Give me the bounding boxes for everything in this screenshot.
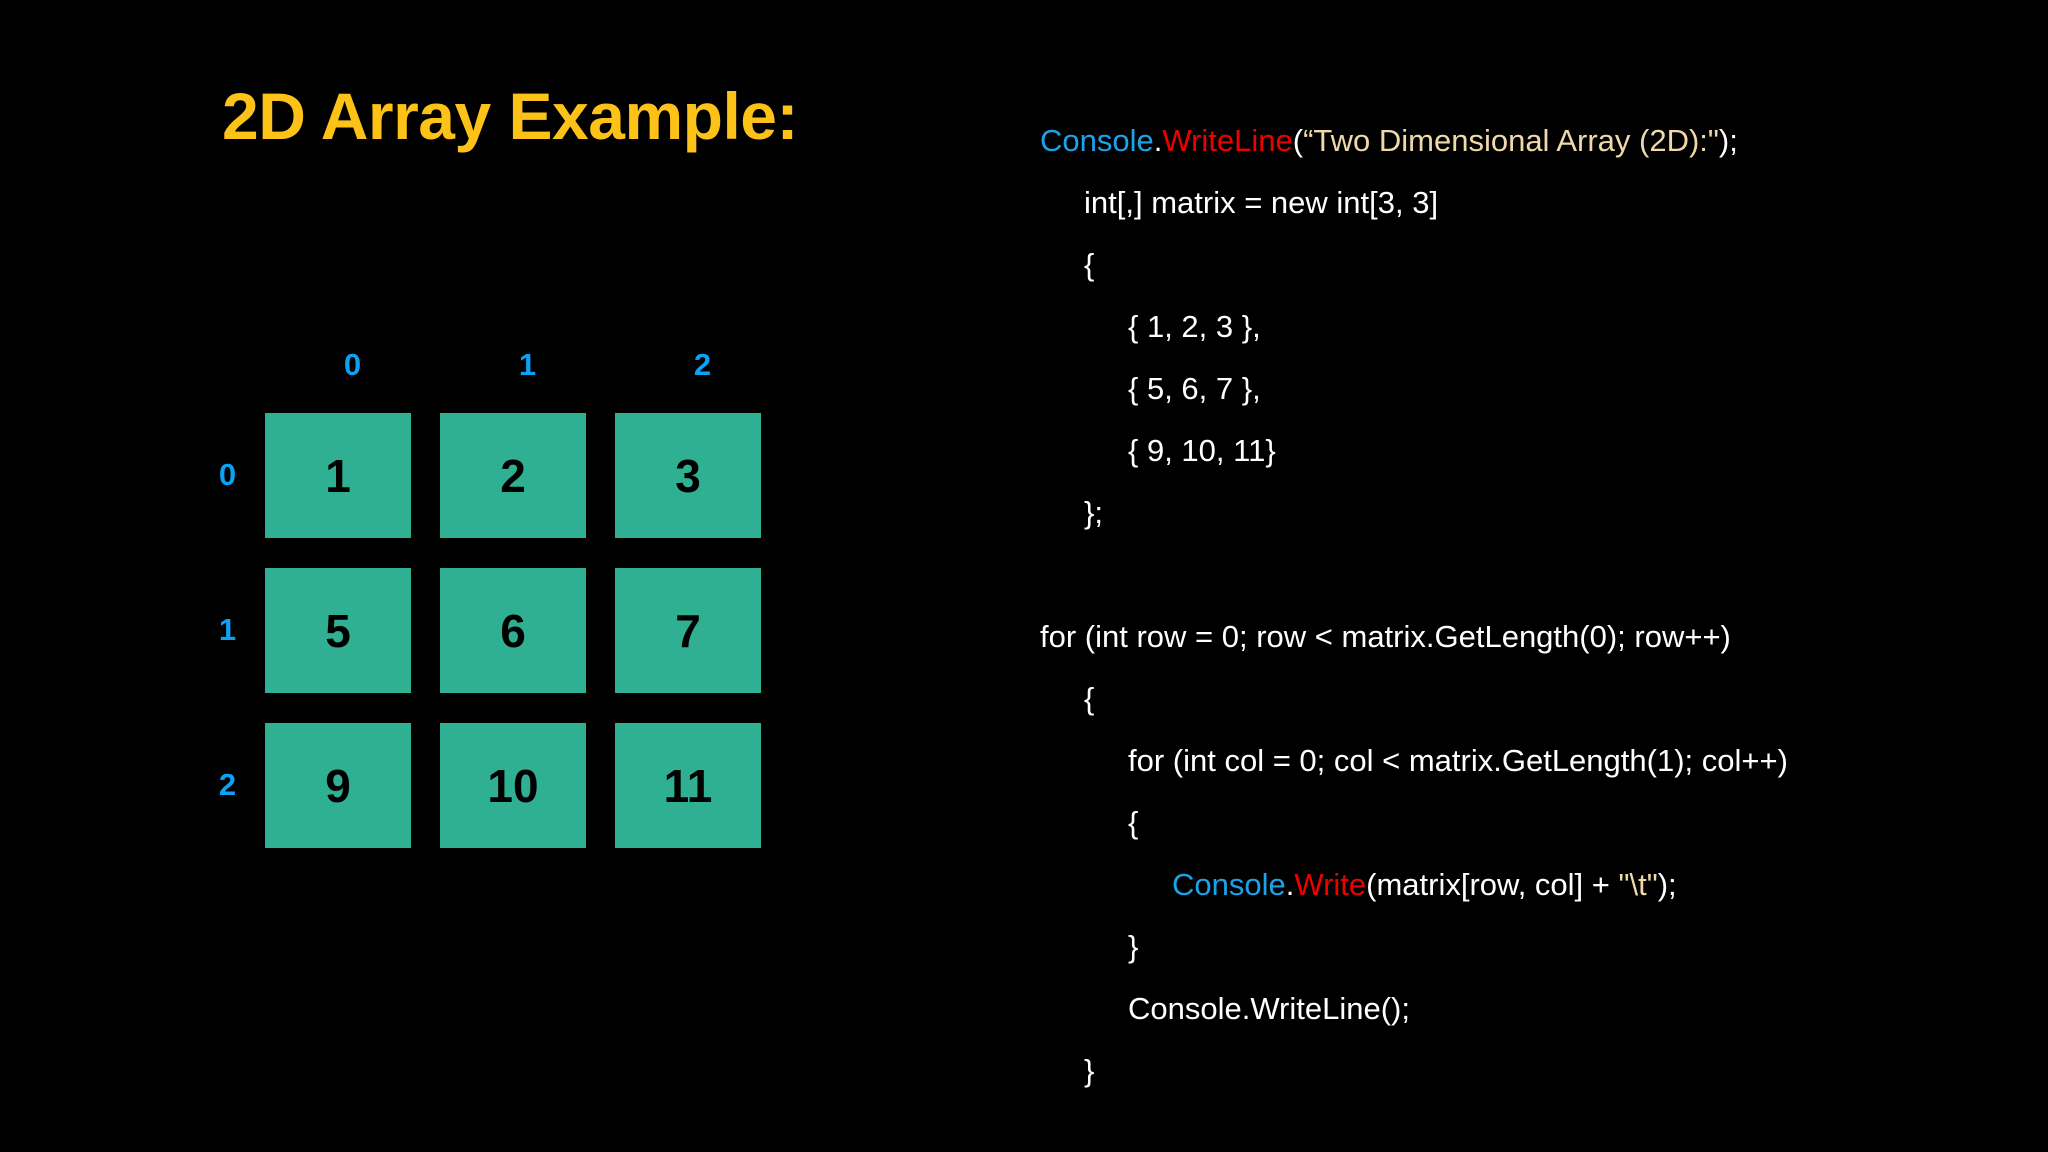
matrix-cell-2-0: 9 [265,723,411,848]
code-token-plain: { 1, 2, 3 }, [1128,309,1261,344]
code-token-plain: ); [1657,867,1677,902]
code-token-plain: } [1084,1053,1095,1088]
code-token-plain: Console.WriteLine(); [1128,991,1410,1026]
code-line-10: for (int col = 0; col < matrix.GetLength… [1040,730,2020,792]
code-token-plain: (matrix[row, col] + [1366,867,1619,902]
code-line-9: { [1040,668,2020,730]
code-token-plain: { [1084,681,1095,716]
code-token-method: Write [1294,867,1367,902]
matrix-row-index-2: 2 [218,766,237,802]
matrix-cell-0-2: 3 [615,413,761,538]
code-token-plain: }; [1084,495,1103,530]
code-line-0: Console.WriteLine(“Two Dimensional Array… [1040,110,2020,172]
code-token-plain: for (int row = 0; row < matrix.GetLength… [1040,619,1731,654]
matrix-cell-1-2: 7 [615,568,761,693]
code-token-plain: { [1128,805,1139,840]
code-line-2: { [1040,234,2020,296]
code-token-class: Console [1040,123,1154,158]
matrix-row-index-0: 0 [218,456,237,492]
code-line-12: Console.Write(matrix[row, col] + "\t"); [1040,854,2020,916]
matrix-column-index-0: 0 [343,347,362,382]
code-line-4: { 5, 6, 7 }, [1040,358,2020,420]
code-line-11: { [1040,792,2020,854]
code-token-plain: for (int col = 0; col < matrix.GetLength… [1128,743,1788,778]
code-block: Console.WriteLine(“Two Dimensional Array… [1040,110,2020,1102]
code-token-string: "\t" [1618,867,1658,902]
matrix-cell-2-1: 10 [440,723,586,848]
code-token-plain: { 9, 10, 11} [1128,433,1276,468]
page-title: 2D Array Example: [222,79,799,153]
code-line-8: for (int row = 0; row < matrix.GetLength… [1040,606,2020,668]
matrix-column-header-row: 0 1 2 [265,345,790,385]
code-token-method: WriteLine [1162,123,1293,158]
code-token-plain: . [1285,867,1295,902]
code-token-plain: ); [1718,123,1738,158]
code-line-3: { 1, 2, 3 }, [1040,296,2020,358]
matrix-cell-1-1: 6 [440,568,586,693]
matrix-column-index-2: 2 [693,347,712,382]
matrix-cell-0-1: 2 [440,413,586,538]
code-token-plain: { 5, 6, 7 }, [1128,371,1261,406]
code-token-plain: int[,] matrix = new int[3, 3] [1084,185,1439,220]
matrix-row-index-1: 1 [218,611,237,647]
code-token-plain: ( [1292,123,1304,158]
code-token-string: “Two Dimensional Array (2D):" [1303,123,1719,158]
code-line-5: { 9, 10, 11} [1040,420,2020,482]
matrix-cell-0-0: 1 [265,413,411,538]
code-line-7 [1040,544,2020,606]
matrix-cell-2-2: 11 [615,723,761,848]
matrix-cell-1-0: 5 [265,568,411,693]
code-line-1: int[,] matrix = new int[3, 3] [1040,172,2020,234]
code-token-plain: } [1128,929,1139,964]
code-token-plain: { [1084,247,1095,282]
code-token-class: Console [1172,867,1286,902]
code-token-plain: . [1153,123,1163,158]
matrix-column-index-1: 1 [518,347,537,382]
code-line-6: }; [1040,482,2020,544]
code-line-15: } [1040,1040,2020,1102]
code-line-13: } [1040,916,2020,978]
code-line-14: Console.WriteLine(); [1040,978,2020,1040]
